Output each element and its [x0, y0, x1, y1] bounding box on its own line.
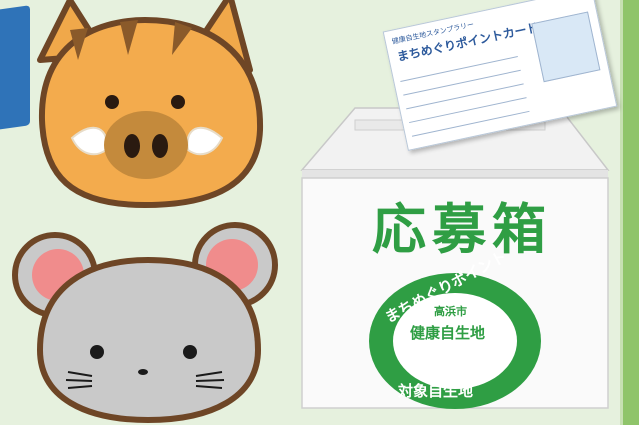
boar-icon	[37, 0, 264, 209]
stamp-center-text: 健康自生地	[410, 324, 486, 342]
box-label: 応募箱	[372, 198, 552, 261]
right-border-strip	[623, 0, 639, 425]
ballot-box	[300, 107, 610, 409]
stamp-ring-bottom: 対象自生地	[398, 382, 474, 400]
card-illustration	[531, 11, 601, 83]
right-border-light	[620, 0, 623, 425]
stamp-city: 高浜市	[434, 305, 467, 318]
mouse-icon	[12, 222, 278, 424]
